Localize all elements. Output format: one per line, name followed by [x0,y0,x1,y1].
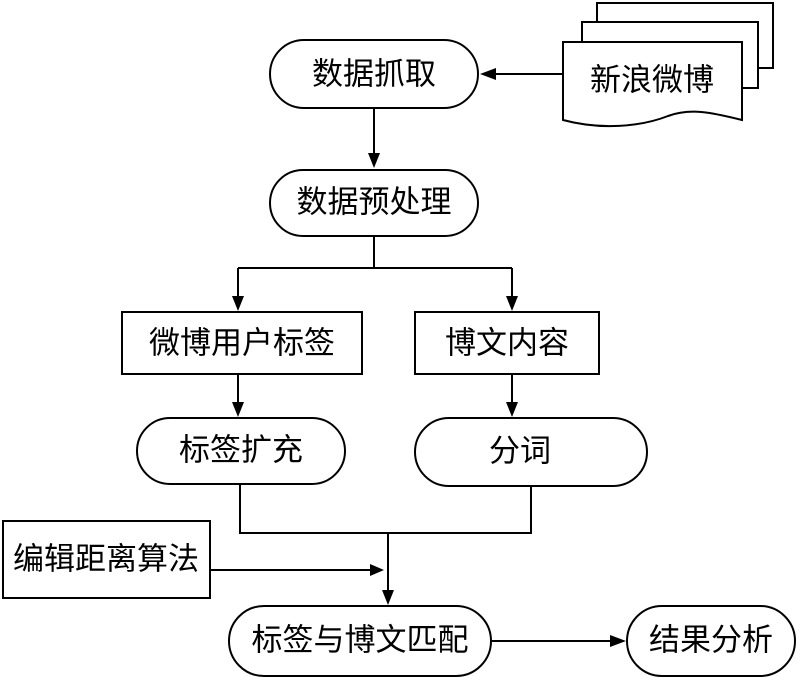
edge-merge-into-match [239,484,532,591]
arrowhead-into-result [610,635,626,647]
arrowhead-into-crawl [480,68,496,80]
node-data-crawl-label: 数据抓取 [312,57,436,93]
arrowhead-edit-distance [370,564,384,576]
node-edit-distance: 编辑距离算法 [2,520,211,599]
arrowhead-into-segment [506,402,518,417]
node-segment: 分词 [414,417,648,487]
node-weibo-content: 博文内容 [414,311,600,375]
node-preprocess-label: 数据预处理 [297,185,452,221]
node-edit-distance-shape [2,520,211,599]
document-page-front [562,41,743,128]
node-tag-expand: 标签扩充 [136,417,346,485]
node-result-label: 结果分析 [649,623,773,659]
node-weibo-content-shape [414,311,600,375]
source-label: 新浪微博 [590,63,714,99]
node-preprocess: 数据预处理 [269,169,479,237]
node-segment-label: 分词 [489,434,551,470]
edge-preprocess-split [237,236,513,297]
node-edit-distance-label: 编辑距离算法 [13,542,199,578]
node-user-tags-shape [121,311,363,375]
node-data-crawl: 数据抓取 [269,39,479,109]
sina-weibo-document-stack: 新浪微博 [562,2,774,128]
node-weibo-content-label: 博文内容 [445,326,569,362]
node-result: 结果分析 [626,605,796,677]
arrowhead-into-preprocess [368,153,380,168]
node-user-tags: 微博用户标签 [121,311,363,375]
arrowhead-into-user-tags [232,296,244,311]
arrowhead-into-weibo-content [506,296,518,311]
node-tag-expand-label: 标签扩充 [179,433,303,469]
connectors [210,68,626,647]
node-match-label: 标签与博文匹配 [252,623,469,659]
node-match: 标签与博文匹配 [228,605,492,677]
node-result-shape [626,605,796,677]
arrowhead-into-match [382,590,394,605]
node-user-tags-label: 微博用户标签 [149,326,335,362]
arrowhead-into-tag-expand [232,402,244,417]
